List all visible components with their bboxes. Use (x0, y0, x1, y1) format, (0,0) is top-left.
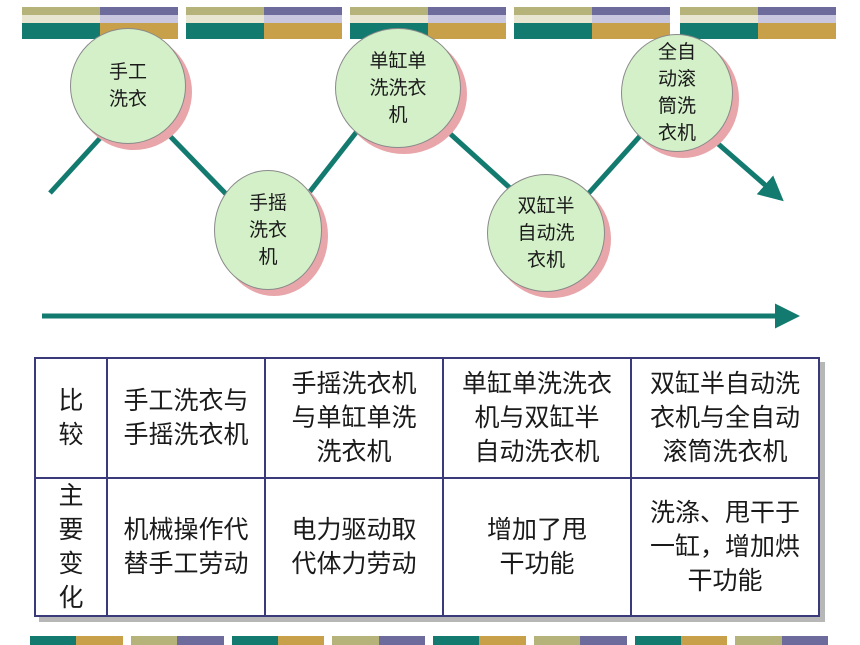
table-row: 比 较 手工洗衣与 手摇洗衣机 手摇洗衣机 与单缸单洗 洗衣机 单缸单洗洗衣 机… (34, 357, 820, 479)
banner-block (514, 7, 670, 39)
connector-line (444, 128, 512, 190)
stage-bubble-single-tub: 单缸单 洗洗衣 机 (335, 28, 461, 148)
stage-label: 双缸半 自动洗 衣机 (517, 194, 575, 271)
stage-bubble-twin-tub: 双缸半 自动洗 衣机 (487, 174, 605, 292)
stage-label: 手摇 洗衣 机 (248, 191, 287, 268)
table-cell: 增加了甩 干功能 (442, 477, 632, 617)
row-header: 比 较 (34, 357, 108, 479)
stage-label: 全自 动滚 筒洗 衣机 (657, 41, 696, 144)
table-cell: 单缸单洗洗衣 机与双缸半 自动洗衣机 (442, 357, 632, 479)
table-cell: 手摇洗衣机 与单缸单洗 洗衣机 (264, 357, 444, 479)
stage-bubble-automatic-drum: 全自 动滚 筒洗 衣机 (621, 34, 733, 152)
table-cell: 双缸半自动洗 衣机与全自动 滚筒洗衣机 (630, 357, 820, 479)
row-header: 主 要 变 化 (34, 477, 108, 617)
table-cell: 机械操作代 替手工劳动 (106, 477, 266, 617)
end-arrow (714, 140, 784, 202)
stage-bubble-hand-washing: 手工 洗衣 (70, 28, 186, 144)
bottom-banner (30, 636, 828, 645)
table-cell: 电力驱动取 代体力劳动 (264, 477, 444, 617)
table-cell: 手工洗衣与 手摇洗衣机 (106, 357, 266, 479)
banner-block (186, 7, 342, 39)
connector-line (164, 130, 228, 196)
stage-bubble-hand-crank: 手摇 洗衣 机 (214, 170, 322, 290)
comparison-table: 比 较 手工洗衣与 手摇洗衣机 手摇洗衣机 与单缸单洗 洗衣机 单缸单洗洗衣 机… (34, 357, 820, 617)
stage-label: 单缸单 洗洗衣 机 (369, 49, 427, 126)
connector-line (48, 134, 104, 195)
banner-block (680, 7, 836, 39)
table-cell: 洗涤、甩干于 一缸，增加烘 干功能 (630, 477, 820, 617)
connector-line (306, 128, 360, 196)
table-row: 主 要 变 化 机械操作代 替手工劳动 电力驱动取 代体力劳动 增加了甩 干功能… (34, 477, 820, 617)
connector-line (586, 134, 642, 196)
stage-label: 手工 洗衣 (108, 61, 147, 110)
